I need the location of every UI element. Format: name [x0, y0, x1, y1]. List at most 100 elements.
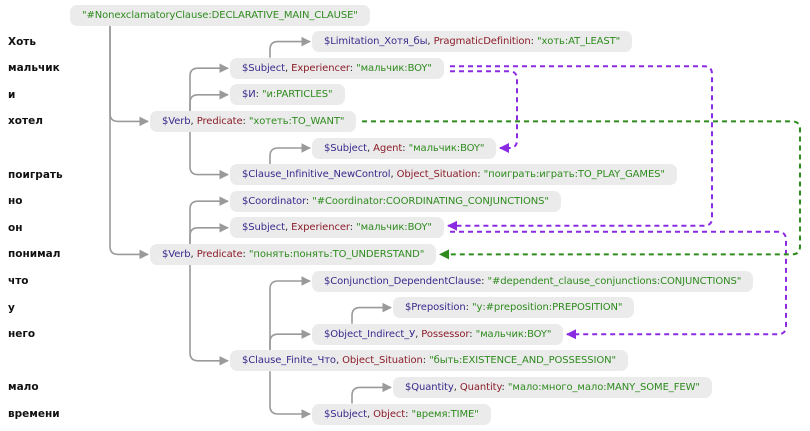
node-value: "мало:много_мало:MANY_SOME_FEW" [507, 381, 700, 393]
sentence-word: мальчик [8, 62, 60, 75]
separator: : [477, 169, 484, 181]
node-root[interactable]: "#NonexclamatoryClause:DECLARATIVE_MAIN_… [70, 4, 370, 26]
tree-connector-subject-obj [269, 371, 311, 419]
separator: , [284, 222, 292, 234]
node-role: Experiencer [291, 62, 350, 74]
separator: , [415, 328, 422, 340]
node-variable: $Subject [242, 222, 285, 234]
separator: : [242, 248, 249, 260]
sentence-word: него [8, 328, 36, 341]
node-value: "мальчик:BOY" [408, 142, 485, 154]
node-variable: $Limitation_Хотя_бы [324, 36, 428, 48]
sentence-word: мало [8, 381, 39, 394]
node-quantity[interactable]: $Quantity, Quantity: "мало:много_мало:MA… [393, 376, 712, 398]
node-value: "быть:EXISTENCE_AND_POSSESSION" [429, 355, 616, 367]
separator: : [242, 115, 249, 127]
tree-connector-preposition [351, 302, 392, 324]
separator: , [335, 355, 343, 367]
sentence-word: и [8, 88, 16, 101]
node-role: Experiencer [291, 222, 350, 234]
separator: : [422, 355, 430, 367]
sentence-word: понимал [8, 248, 61, 261]
node-variable: $И [242, 89, 256, 101]
node-subject1[interactable]: $Subject, Experiencer: "мальчик:BOY" [230, 57, 444, 79]
node-variable: $Subject [324, 142, 367, 154]
separator: : [405, 408, 412, 420]
node-value: "понять:понять:TO_UNDERSTAND" [248, 248, 425, 260]
node-verb2[interactable]: $Verb, Predicate: "понять:понять:TO_UNDE… [150, 243, 437, 265]
node-role: Predicate [196, 248, 243, 260]
node-clause-inf[interactable]: $Clause_Infinitive_NewControl, Object_Si… [230, 164, 677, 186]
node-value: "время:TIME" [411, 408, 479, 420]
node-value: "#Coordinator:COORDINATING_CONJUNCTIONS" [312, 195, 549, 207]
node-variable: $Clause_Finite_Что [242, 355, 336, 367]
tree-connector-subject-agent [269, 143, 311, 165]
node-subject-obj[interactable]: $Subject, Object: "время:TIME" [312, 403, 491, 425]
node-variable: $Object_Indirect_У [324, 328, 416, 340]
node-conjunction[interactable]: $Conjunction_DependentClause: "#dependen… [312, 270, 754, 292]
separator: , [453, 381, 460, 393]
separator: , [284, 62, 292, 74]
node-variable: $Subject [242, 62, 285, 74]
separator: : [465, 302, 473, 314]
predicate-link-verb-to-verb [362, 120, 801, 260]
node-variable: $Preposition [405, 302, 466, 314]
node-role: Object_Situation [342, 355, 423, 367]
tree-connector-subject2 [189, 223, 229, 244]
node-value: "#dependent_clause_conjunctions:CONJUNCT… [487, 275, 742, 287]
separator: : [530, 36, 537, 48]
node-value: "поиграть:играть:TO_PLAY_GAMES" [483, 169, 665, 181]
node-verb1[interactable]: $Verb, Predicate: "хотеть:TO_WANT" [150, 110, 357, 132]
node-variable: $Coordinator [242, 195, 306, 207]
node-variable: $Quantity [405, 381, 454, 393]
node-value: "мальчик:BOY" [356, 62, 432, 74]
node-variable: $Subject [324, 408, 367, 420]
node-particle[interactable]: $И: "и:PARTICLES" [230, 84, 345, 106]
separator: : [305, 195, 313, 207]
node-coordinator[interactable]: $Coordinator: "#Coordinator:COORDINATING… [230, 190, 561, 212]
node-role: Possessor [421, 328, 470, 340]
node-object-indirect[interactable]: $Object_Indirect_У, Possessor: "мальчик:… [312, 323, 564, 345]
sentence-word: у [8, 301, 15, 314]
tree-connector-quantity [351, 382, 392, 404]
tree-connector-clause-inf [189, 131, 229, 180]
anaphora-link-subject-to-agent [450, 70, 518, 153]
node-variable: $Clause_Infinitive_NewControl [242, 169, 391, 181]
separator: , [366, 142, 374, 154]
anaphora-link-subject-to-subject [447, 65, 713, 231]
separator: : [255, 89, 263, 101]
node-role: Object_Situation [396, 169, 478, 181]
node-subject2[interactable]: $Subject, Experiencer: "мальчик:BOY" [230, 217, 444, 239]
node-clause-fin[interactable]: $Clause_Finite_Что, Object_Situation: "б… [230, 350, 628, 372]
tree-connector-particle [189, 90, 229, 111]
node-value: "мальчик:BOY" [356, 222, 432, 234]
node-role: Predicate [196, 115, 243, 127]
sentence-word: времени [8, 408, 60, 420]
node-value: "у:#preposition:PREPOSITION" [472, 302, 623, 314]
sentence-word: но [8, 195, 23, 208]
separator: : [501, 381, 508, 393]
node-variable: $Conjunction_DependentClause [324, 275, 482, 287]
node-preposition[interactable]: $Preposition: "у:#preposition:PREPOSITIO… [393, 297, 635, 319]
separator: : [402, 142, 409, 154]
sentence-word: он [8, 221, 23, 234]
separator: , [190, 115, 197, 127]
separator: , [190, 248, 197, 260]
node-value: "и:PARTICLES" [262, 89, 333, 101]
sentence-word: хотел [8, 115, 43, 128]
sentence-word: поиграть [8, 168, 63, 181]
node-limitation[interactable]: $Limitation_Хотя_бы, PragmaticDefinition… [312, 31, 633, 53]
separator: : [469, 328, 476, 340]
separator: , [366, 408, 374, 420]
anaphora-link-subject-to-possessor [450, 230, 787, 340]
tree-connector-clause-fin [189, 264, 229, 366]
node-value: "хоть:AT_LEAST" [536, 36, 621, 48]
separator: : [349, 222, 357, 234]
node-variable: $Verb [162, 248, 191, 260]
node-value: "мальчик:BOY" [475, 328, 552, 340]
node-role: Quantity [459, 381, 502, 393]
node-subject-agent[interactable]: $Subject, Agent: "мальчик:BOY" [312, 137, 497, 159]
separator: , [427, 36, 434, 48]
